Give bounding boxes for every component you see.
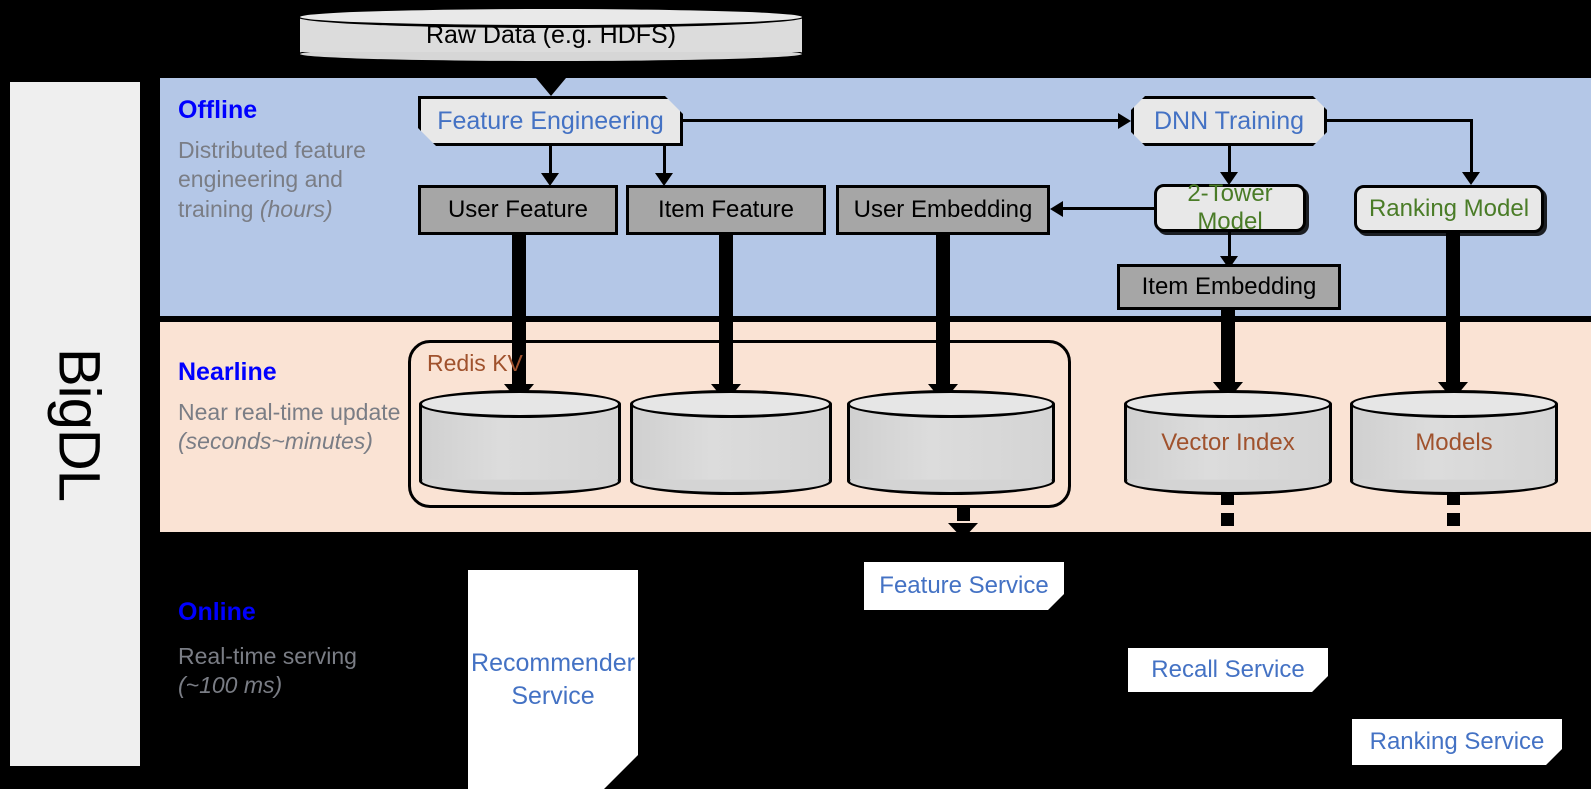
offline-sub-em: (hours) [259,195,333,222]
online-title: Online [178,598,256,626]
feature-service-label: Feature Service [879,572,1049,599]
two-tower-model-label: 2-Tower Model [1187,180,1273,235]
cylinder-top [1350,390,1558,418]
recommender-service-label: Recommender Service [471,649,635,710]
redis-cylinder-2 [630,390,832,495]
redis-cylinder-3 [847,390,1055,495]
dash-models-ranking-1 [1447,492,1460,505]
pipe-itemembedding [1221,310,1235,388]
recall-service-label: Recall Service [1151,656,1305,683]
arrow-rawdata-fe-head [536,78,566,96]
arrow-dnn-ranking-v [1470,119,1473,177]
item-embedding-box[interactable]: Item Embedding [1117,264,1341,310]
pipe-rankingmodel [1446,233,1460,388]
models-label: Models [1415,428,1493,456]
recall-service-doc[interactable]: Recall Service [1128,648,1328,692]
ranking-model-label: Ranking Model [1368,195,1530,222]
pipe-userfeature [512,235,526,390]
item-embedding-label: Item Embedding [1141,273,1317,300]
nearline-sub-em: (seconds~minutes) [178,428,373,455]
raw-data-cylinder: Raw Data (e.g. HDFS) [297,6,805,64]
redis-kv-container [408,340,1071,508]
raw-data-label: Raw Data (e.g. HDFS) [425,20,677,49]
user-feature-box[interactable]: User Feature [418,185,618,235]
nearline-sub-text: Near real-time update [178,399,401,425]
vector-index-label: Vector Index [1161,428,1295,456]
arrow-fe-dnn-line [683,119,1118,122]
arrow-fe-dnn-head [1118,113,1131,129]
arrow-twotower-userembedding-line [1063,207,1156,210]
bigdl-sidebar: BigDL [6,78,144,770]
user-embedding-label: User Embedding [853,196,1033,223]
arrow-dnn-twotower-line [1228,146,1231,177]
cylinder-top [630,390,832,418]
feature-engineering-box[interactable]: Feature Engineering [418,96,683,146]
cylinder-top [297,6,805,28]
dash-redis-featureservice-1 [957,508,970,521]
online-sub-em: (~100 ms) [178,672,283,699]
cylinder-top [847,390,1055,418]
offline-subtitle: Distributed feature engineering and trai… [178,136,413,224]
dash-vectorindex-recall-2 [1221,513,1234,526]
feature-engineering-label: Feature Engineering [437,106,664,135]
dnn-training-box[interactable]: DNN Training [1131,96,1327,146]
two-tower-model-box[interactable]: 2-Tower Model [1154,180,1306,235]
arrow-dnn-ranking-head [1462,172,1480,185]
offline-title: Offline [178,96,258,124]
arrow-fe-itemfeature-head [655,173,673,186]
user-feature-label: User Feature [447,196,589,223]
ranking-service-doc[interactable]: Ranking Service [1352,719,1562,765]
recommender-service-doc[interactable]: Recommender Service [468,570,638,789]
item-feature-box[interactable]: Item Feature [626,185,826,235]
cylinder-top [419,390,621,418]
arrow-fe-itemfeature-line [663,146,666,177]
item-feature-label: Item Feature [657,196,795,223]
arrow-twotower-userembedding-head [1050,201,1063,217]
arrow-rawdata-fe-line [546,64,551,86]
arrow-fe-userfeature-line [549,146,552,177]
cylinder-top [1124,390,1332,418]
arrow-twotower-itememb-line [1228,232,1231,261]
arrow-dnn-ranking-h [1327,119,1473,122]
cylinder-body [630,404,832,481]
pipe-userembedding [936,235,950,390]
models-cylinder: Models [1350,390,1558,495]
dash-vectorindex-recall-1 [1221,492,1234,505]
pipe-itemfeature [719,235,733,390]
ranking-service-label: Ranking Service [1369,728,1545,755]
arrow-dnn-twotower-head [1220,172,1238,185]
redis-kv-label: Redis KV [427,350,523,376]
feature-service-doc[interactable]: Feature Service [864,562,1064,610]
online-subtitle: Real-time serving (~100 ms) [178,642,413,701]
dnn-training-label: DNN Training [1153,106,1305,135]
online-sub-text: Real-time serving [178,643,357,669]
dash-models-ranking-2 [1447,513,1460,526]
bigdl-label: BigDL [46,347,112,501]
ranking-model-box[interactable]: Ranking Model [1354,185,1544,233]
cylinder-body [1124,404,1332,481]
nearline-subtitle: Near real-time update (seconds~minutes) [178,398,413,457]
redis-cylinder-1 [419,390,621,495]
arrow-fe-userfeature-head [541,173,559,186]
offline-sub-text: Distributed feature engineering and trai… [178,137,366,222]
user-embedding-box[interactable]: User Embedding [836,185,1050,235]
arrow-redis-featureservice-head [948,523,978,539]
vector-index-cylinder: Vector Index [1124,390,1332,495]
nearline-title: Nearline [178,358,277,386]
